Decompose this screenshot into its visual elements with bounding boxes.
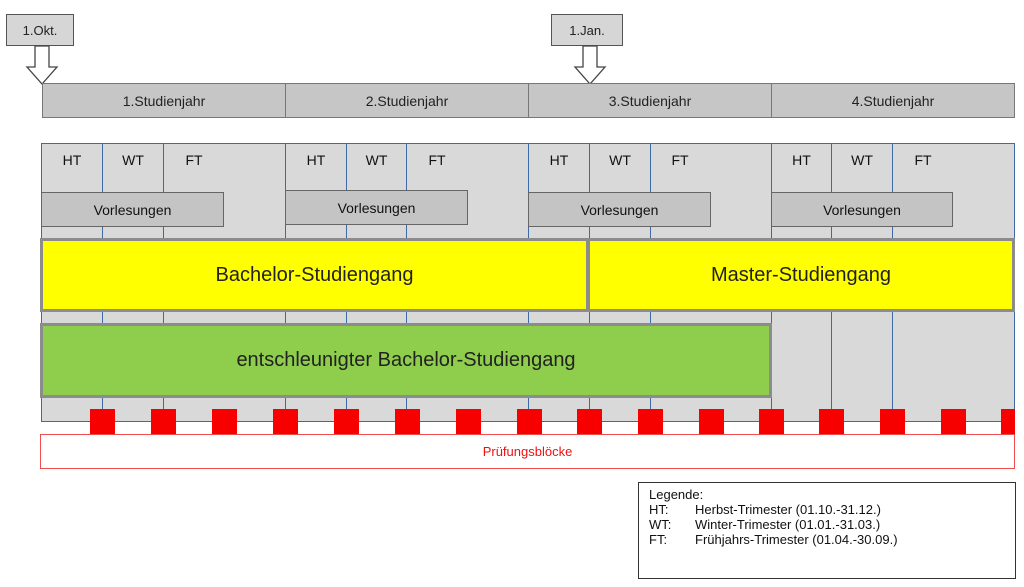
legend-title: Legende: xyxy=(649,487,704,502)
lectures-block: Vorlesungen xyxy=(771,192,953,227)
exam-block-square xyxy=(819,409,844,434)
exam-blocks-label: Prüfungsblöcke xyxy=(482,444,573,459)
trimester-label: WT xyxy=(365,152,388,168)
legend-item: HT: Herbst-Trimester (01.10.-31.12.) xyxy=(649,502,1005,517)
exam-block-square xyxy=(941,409,966,434)
year-3: 3.Studienjahr xyxy=(528,83,772,118)
trimester-label: FT xyxy=(185,152,203,168)
lectures-label: Vorlesungen xyxy=(823,201,901,218)
year-4: 4.Studienjahr xyxy=(771,83,1015,118)
year-label: 4.Studienjahr xyxy=(851,92,935,109)
date-marker-jan: 1.Jan. xyxy=(551,14,623,46)
legend-text: Frühjahrs-Trimester (01.04.-30.09.) xyxy=(695,532,898,547)
legend-text: Herbst-Trimester (01.10.-31.12.) xyxy=(695,502,881,517)
exam-block-square xyxy=(577,409,602,434)
master-program-bar: Master-Studiengang xyxy=(587,238,1015,312)
lectures-block: Vorlesungen xyxy=(285,190,468,225)
trimester-label: FT xyxy=(671,152,689,168)
exam-block-square xyxy=(273,409,298,434)
legend-key: HT: xyxy=(649,502,669,517)
trimester-ht: HT xyxy=(42,150,102,170)
slowed-bachelor-program-bar: entschleunigter Bachelor-Studiengang xyxy=(40,323,772,398)
legend-text: Winter-Trimester (01.01.-31.03.) xyxy=(695,517,881,532)
exam-blocks-bar: Prüfungsblöcke xyxy=(40,434,1015,469)
trimester-ft: FT xyxy=(893,150,953,170)
trimester-ft: FT xyxy=(164,150,224,170)
exam-block-square xyxy=(151,409,176,434)
trimester-label: WT xyxy=(609,152,631,168)
bachelor-program-bar: Bachelor-Studiengang xyxy=(40,238,589,312)
trimester-label: FT xyxy=(914,152,932,168)
exam-block-square xyxy=(212,409,237,434)
trimester-label: WT xyxy=(851,152,873,168)
down-arrow-icon xyxy=(573,45,607,85)
year-label: 2.Studienjahr xyxy=(365,92,449,109)
trimester-wt: WT xyxy=(832,150,892,170)
exam-block-square xyxy=(759,409,784,434)
lectures-label: Vorlesungen xyxy=(337,199,416,216)
trimester-ht: HT xyxy=(772,150,831,170)
down-arrow-icon xyxy=(25,45,59,85)
exam-block-square xyxy=(880,409,905,434)
legend: Legende: HT: Herbst-Trimester (01.10.-31… xyxy=(638,482,1016,579)
exam-block-square xyxy=(395,409,420,434)
trimester-label: HT xyxy=(549,152,569,168)
exam-block-square xyxy=(90,409,115,434)
year-1: 1.Studienjahr xyxy=(42,83,286,118)
year-2: 2.Studienjahr xyxy=(285,83,529,118)
exam-block-square xyxy=(456,409,481,434)
date-marker-oct: 1.Okt. xyxy=(6,14,74,46)
trimester-label: WT xyxy=(122,152,144,168)
trimester-ft: FT xyxy=(407,150,467,170)
lectures-block: Vorlesungen xyxy=(528,192,711,227)
lectures-label: Vorlesungen xyxy=(93,201,172,218)
date-marker-label: 1.Okt. xyxy=(22,22,58,38)
exam-block-square xyxy=(699,409,724,434)
date-marker-label: 1.Jan. xyxy=(569,22,605,38)
bachelor-program-label: Bachelor-Studiengang xyxy=(215,263,414,286)
trimester-wt: WT xyxy=(103,150,163,170)
year-label: 3.Studienjahr xyxy=(608,92,692,109)
lectures-label: Vorlesungen xyxy=(580,201,659,218)
master-program-label: Master-Studiengang xyxy=(710,263,892,286)
year-label: 1.Studienjahr xyxy=(122,92,206,109)
exam-block-square xyxy=(334,409,359,434)
trimester-ht: HT xyxy=(286,150,346,170)
trimester-ht: HT xyxy=(529,150,589,170)
trimester-label: HT xyxy=(792,152,811,168)
legend-item: WT: Winter-Trimester (01.01.-31.03.) xyxy=(649,517,1005,532)
lectures-block: Vorlesungen xyxy=(41,192,224,227)
trimester-ft: FT xyxy=(651,150,709,170)
trimester-label: FT xyxy=(428,152,446,168)
trimester-label: HT xyxy=(62,152,82,168)
slowed-bachelor-program-label: entschleunigter Bachelor-Studiengang xyxy=(236,349,576,371)
legend-key: FT: xyxy=(649,532,668,547)
exam-block-square xyxy=(517,409,542,434)
exam-block-square xyxy=(1001,409,1015,434)
legend-item: FT: Frühjahrs-Trimester (01.04.-30.09.) xyxy=(649,532,1005,547)
trimester-label: HT xyxy=(306,152,326,168)
exam-block-square xyxy=(638,409,663,434)
legend-key: WT: xyxy=(649,517,672,532)
trimester-wt: WT xyxy=(590,150,650,170)
trimester-wt: WT xyxy=(347,150,406,170)
